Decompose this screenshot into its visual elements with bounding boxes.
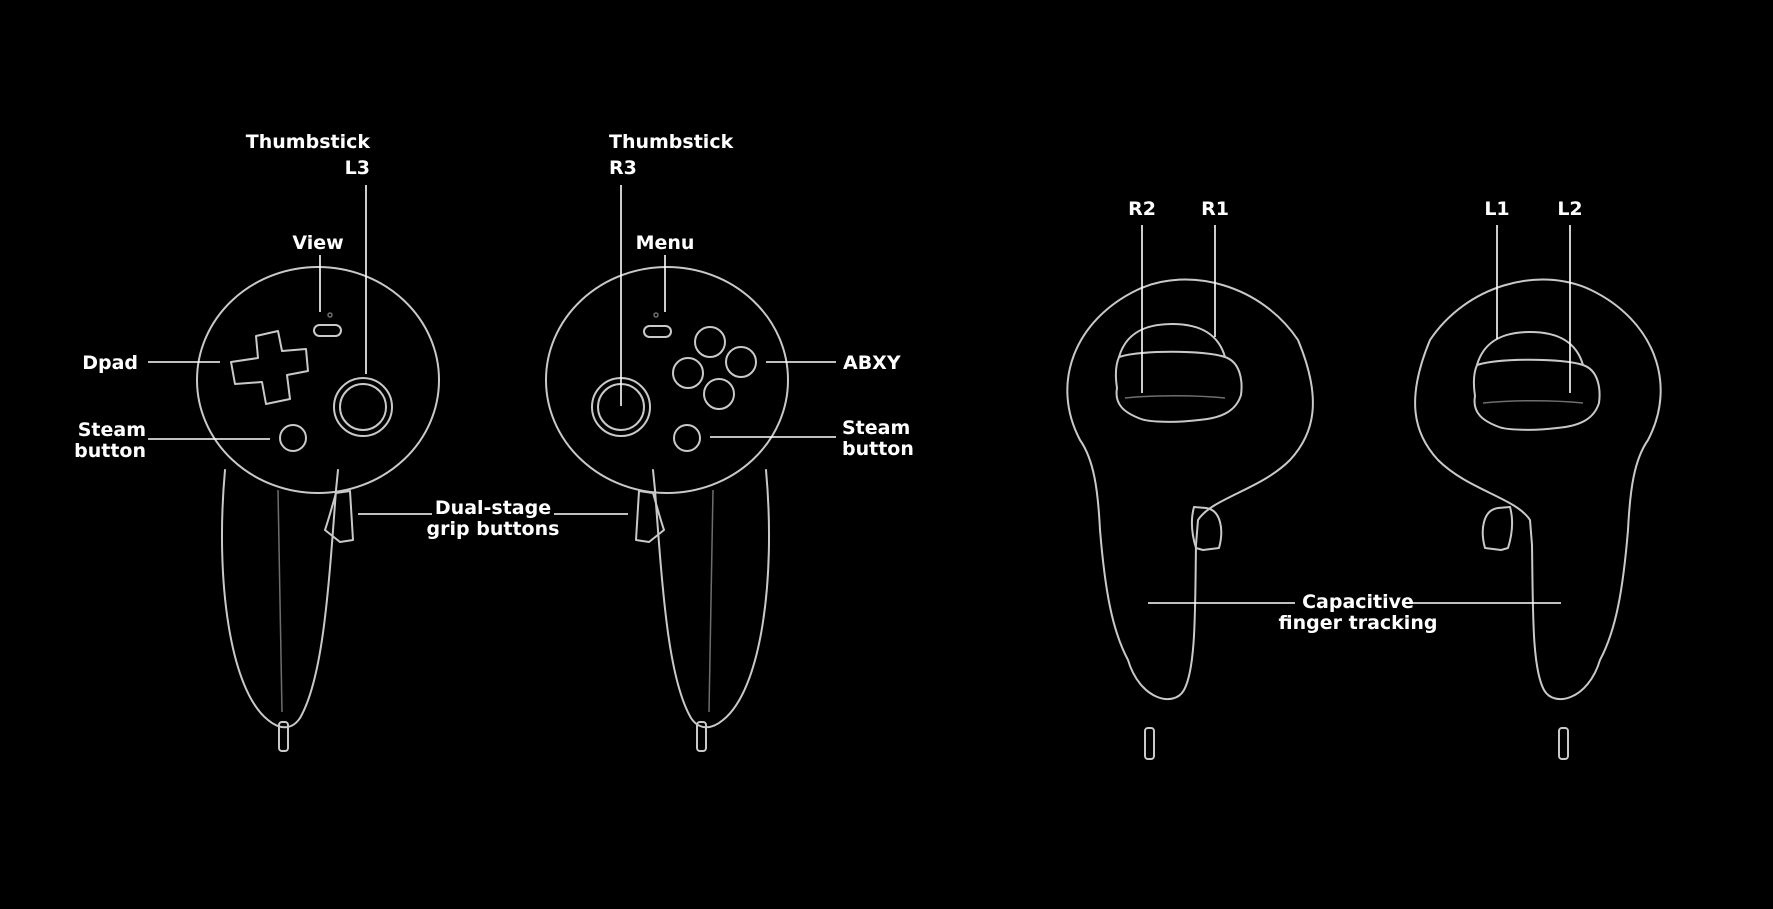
back-left-body bbox=[1414, 278, 1662, 701]
left-thumbstick-outer bbox=[333, 377, 393, 437]
right-steam-button bbox=[673, 424, 701, 452]
label-l2: L2 bbox=[1557, 198, 1582, 220]
r1-bumper bbox=[1118, 323, 1226, 358]
back-right-tip bbox=[1144, 727, 1155, 760]
menu-button bbox=[643, 325, 672, 338]
button-x bbox=[672, 357, 704, 389]
dpad-icon bbox=[230, 330, 309, 405]
view-indicator bbox=[327, 312, 333, 318]
label-l1: L1 bbox=[1484, 198, 1509, 220]
left-back-grip bbox=[1481, 506, 1514, 551]
right-back-grip bbox=[1190, 506, 1223, 551]
label-abxy: ABXY bbox=[843, 352, 901, 374]
label-steam-left: Steam bbox=[78, 419, 146, 441]
label-r2: R2 bbox=[1128, 198, 1156, 220]
label-view: View bbox=[292, 232, 343, 254]
button-y bbox=[694, 326, 726, 358]
left-thumbstick-inner bbox=[339, 383, 387, 431]
view-button bbox=[313, 324, 342, 337]
label-grip: Dual-stage bbox=[435, 497, 551, 519]
label-steam-right: Steam bbox=[842, 417, 910, 439]
right-controller-front bbox=[545, 266, 789, 752]
button-b bbox=[725, 346, 757, 378]
label-steam-right-2: button bbox=[842, 438, 914, 460]
label-finger-tracking: finger tracking bbox=[1279, 612, 1438, 634]
label-capacitive: Capacitive bbox=[1302, 591, 1414, 613]
label-r3: R3 bbox=[609, 157, 637, 179]
right-handle-tip bbox=[696, 721, 707, 752]
labels: Thumbstick L3 View Dpad Steam button Thu… bbox=[74, 131, 1583, 634]
button-a bbox=[703, 378, 735, 410]
left-controller-front bbox=[196, 266, 440, 752]
left-controller-back bbox=[1414, 278, 1662, 760]
label-l3: L3 bbox=[345, 157, 370, 179]
label-menu: Menu bbox=[636, 232, 695, 254]
leader-lines bbox=[148, 185, 1571, 604]
left-controller-head bbox=[196, 266, 440, 494]
back-right-body bbox=[1066, 278, 1314, 701]
l2-trigger bbox=[1472, 358, 1601, 431]
label-r1: R1 bbox=[1201, 198, 1229, 220]
r2-trigger bbox=[1114, 350, 1243, 423]
back-left-tip bbox=[1558, 727, 1569, 760]
l1-bumper bbox=[1476, 331, 1584, 366]
left-controller-handle bbox=[221, 469, 339, 729]
left-handle-tip bbox=[278, 721, 289, 752]
menu-indicator bbox=[653, 312, 659, 318]
left-grip-button bbox=[324, 490, 354, 543]
left-steam-button bbox=[279, 424, 307, 452]
right-controller-back bbox=[1066, 278, 1314, 760]
label-grip-2: grip buttons bbox=[427, 518, 560, 540]
right-controller-head bbox=[545, 266, 789, 494]
label-steam-left-2: button bbox=[74, 440, 146, 462]
right-grip-button bbox=[635, 490, 665, 543]
label-thumbstick-left: Thumbstick bbox=[246, 131, 371, 153]
label-dpad: Dpad bbox=[82, 352, 138, 374]
label-thumbstick-right: Thumbstick bbox=[609, 131, 734, 153]
